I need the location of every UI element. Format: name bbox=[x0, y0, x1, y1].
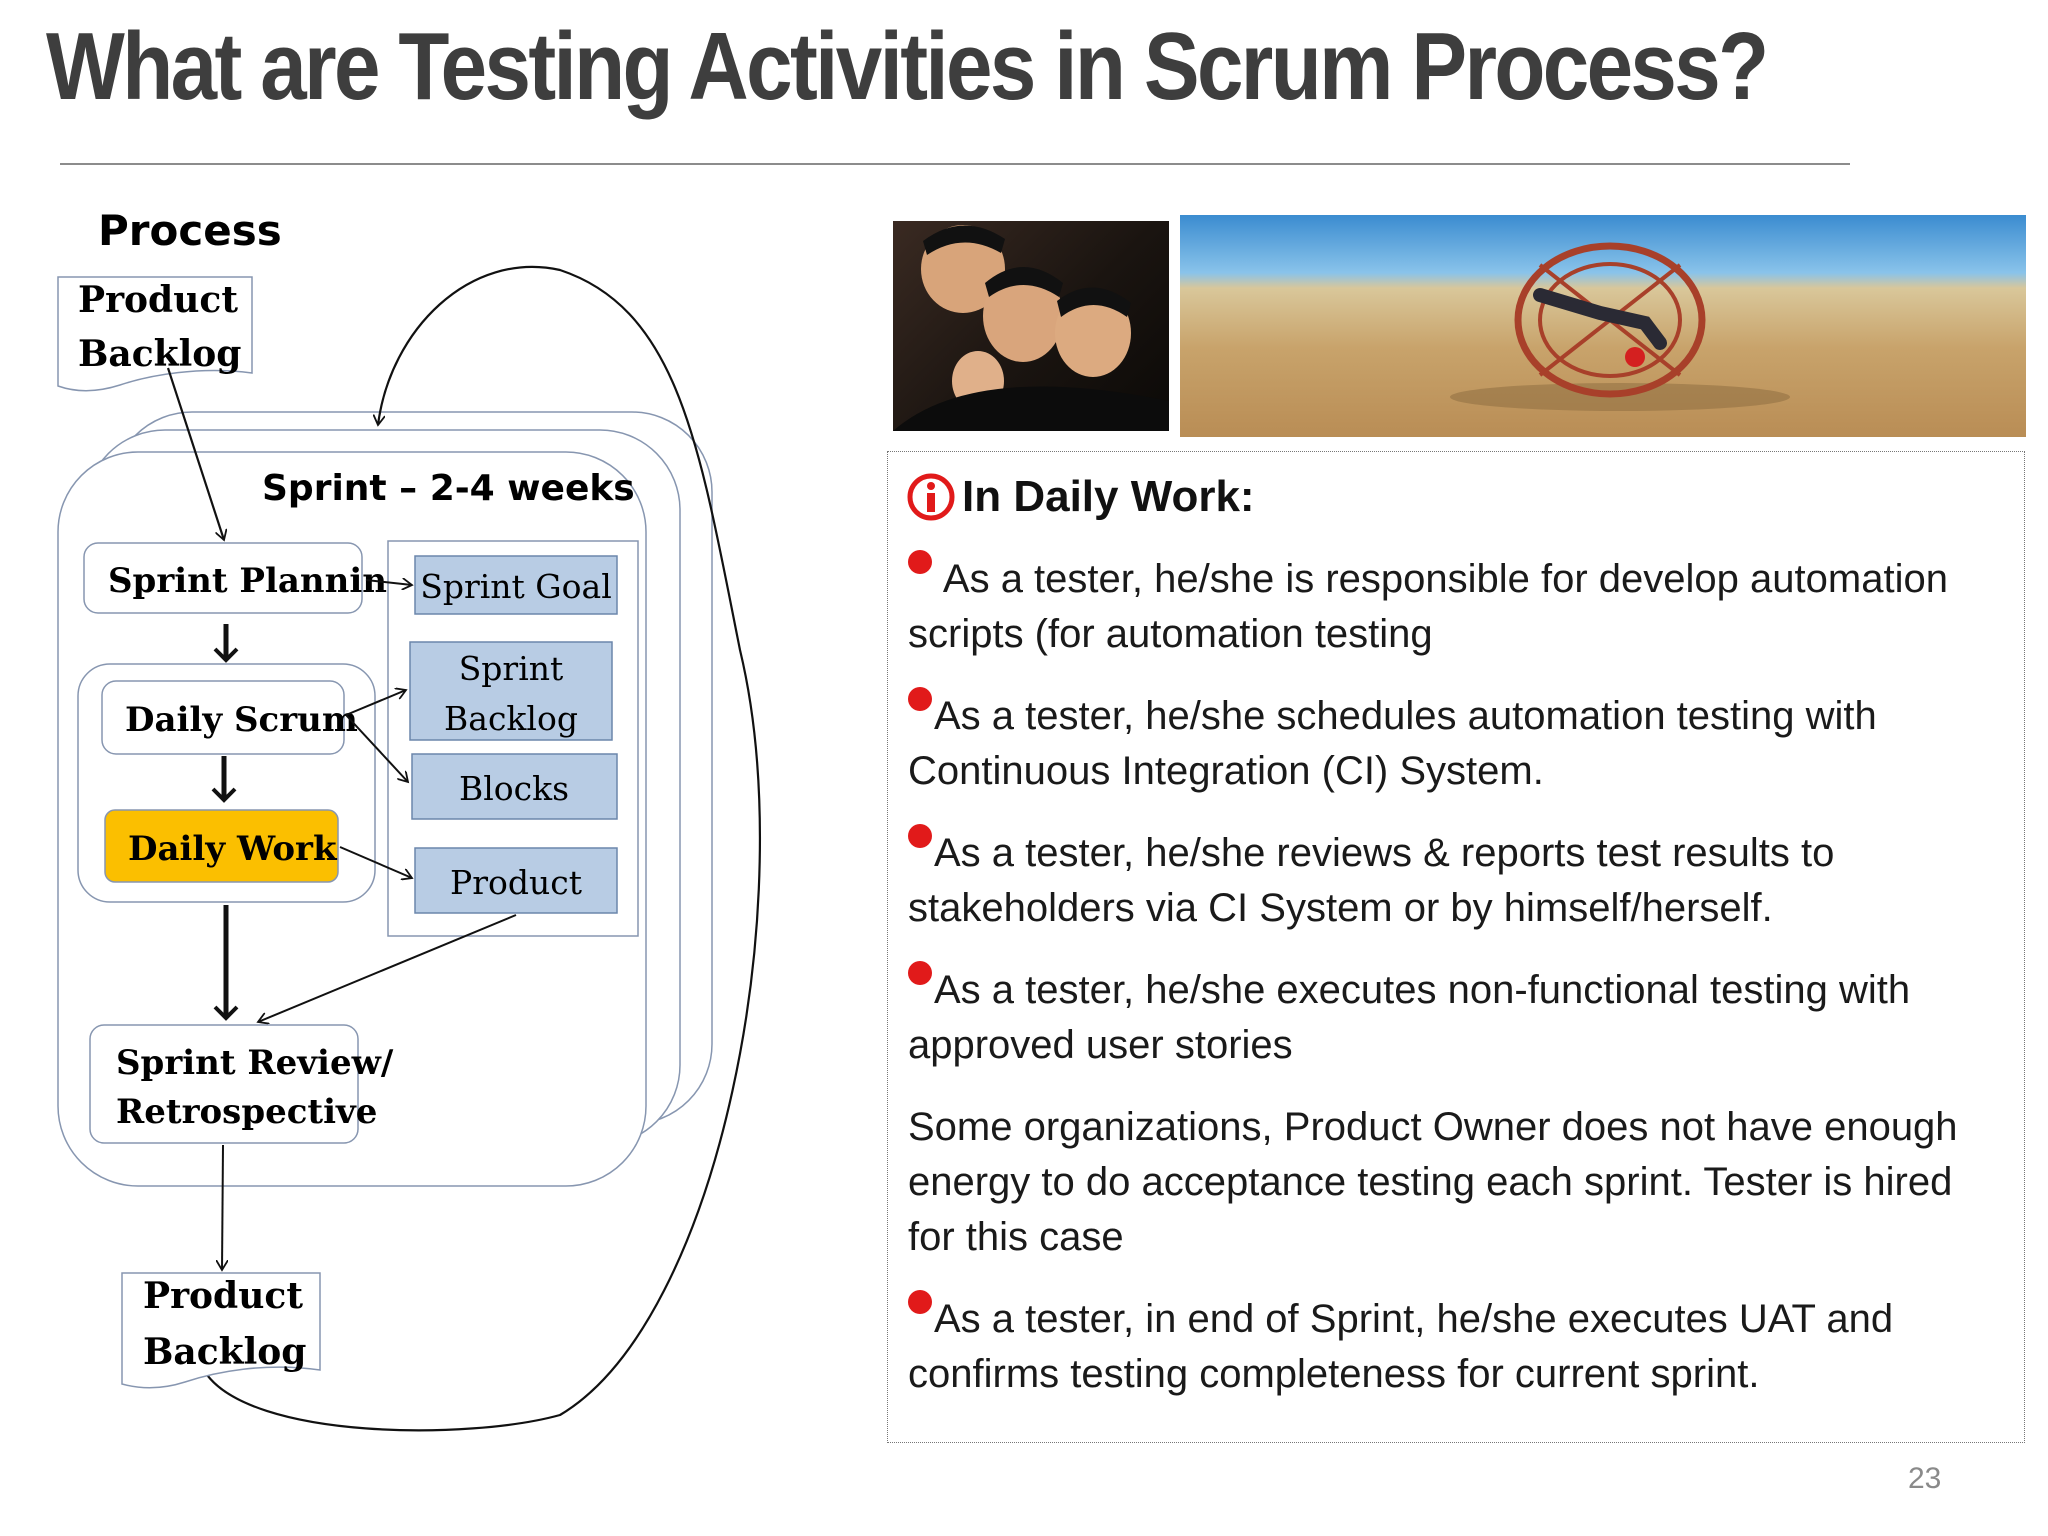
sprint-backlog-line1: Sprint bbox=[459, 649, 564, 688]
info-item: As a tester, he/she executes non-functio… bbox=[908, 961, 1994, 1073]
process-label: Process bbox=[98, 206, 282, 255]
sprint-backlog-line2: Backlog bbox=[444, 699, 578, 738]
arrow-backlog-to-planning bbox=[166, 367, 224, 540]
bottom-backlog-line1: Product bbox=[143, 1275, 303, 1317]
sprint-goal-box bbox=[414, 555, 618, 615]
sprint-planning-box bbox=[83, 542, 363, 614]
blocks-label: Blocks bbox=[459, 769, 569, 808]
daily-work-box bbox=[104, 809, 339, 883]
bullet-icon bbox=[908, 687, 932, 711]
bullet-icon bbox=[908, 1290, 932, 1314]
review-line1: Sprint Review/ bbox=[116, 1043, 394, 1083]
info-item: As a tester, he/she is responsible for d… bbox=[908, 550, 1994, 662]
sprint-backlog-box bbox=[409, 641, 613, 741]
arrow-scrum-to-blocks bbox=[345, 714, 408, 782]
info-item-text: As a tester, he/she reviews & reports te… bbox=[908, 831, 1835, 930]
daily-work-info-box: In Daily Work: As a tester, he/she is re… bbox=[887, 451, 2025, 1443]
page-number: 23 bbox=[1908, 1462, 1942, 1495]
scrum-process-diagram: Process Product Backlog Sprint – 2-4 wee… bbox=[57, 206, 761, 1432]
team-photo bbox=[893, 221, 1169, 431]
people-illustration bbox=[893, 225, 1169, 431]
product-label: Product bbox=[450, 863, 582, 902]
info-item: As a tester, in end of Sprint, he/she ex… bbox=[908, 1290, 1994, 1402]
info-item: As a tester, he/she reviews & reports te… bbox=[908, 824, 1994, 936]
info-circle-icon bbox=[907, 473, 955, 521]
arrow-product-to-review bbox=[258, 914, 517, 1022]
wheel-illustration bbox=[1450, 242, 1790, 411]
bullet-icon bbox=[908, 961, 932, 985]
info-item-text: As a tester, he/she executes non-functio… bbox=[908, 968, 1911, 1067]
daily-scrum-box bbox=[101, 680, 345, 755]
arrow-planning-to-goal bbox=[365, 580, 412, 585]
top-backlog-line1: Product bbox=[78, 279, 238, 321]
sprint-review-box bbox=[89, 1024, 359, 1144]
info-list: As a tester, he/she is responsible for d… bbox=[908, 550, 1994, 1429]
info-item-text: As a tester, in end of Sprint, he/she ex… bbox=[908, 1297, 1894, 1396]
bullet-icon bbox=[908, 824, 932, 848]
bottom-product-backlog-shape bbox=[121, 1272, 321, 1389]
arrow-scrum-to-backlog bbox=[345, 690, 406, 716]
slide-title: What are Testing Activities in Scrum Pro… bbox=[46, 13, 1769, 120]
sprint-goal-label: Sprint Goal bbox=[420, 567, 612, 606]
top-backlog-line2: Backlog bbox=[78, 333, 241, 375]
field-photo bbox=[1180, 215, 2026, 437]
info-heading: In Daily Work: bbox=[906, 472, 1255, 522]
bullet-icon bbox=[908, 550, 932, 574]
title-divider bbox=[60, 163, 1850, 165]
info-item-text: As a tester, he/she is responsible for d… bbox=[908, 557, 1948, 656]
info-item-text: As a tester, he/she schedules automation… bbox=[908, 694, 1877, 793]
arrow-review-to-backlog bbox=[222, 1144, 223, 1270]
product-box bbox=[414, 847, 618, 914]
top-product-backlog-shape bbox=[57, 276, 253, 392]
sprint-loop-curve bbox=[204, 265, 761, 1432]
sprint-planning-label: Sprint Planning bbox=[108, 561, 411, 601]
info-item: Some organizations, Product Owner does n… bbox=[908, 1100, 1994, 1265]
review-line2: Retrospective bbox=[116, 1092, 377, 1132]
info-item: As a tester, he/she schedules automation… bbox=[908, 687, 1994, 799]
info-item-text: Some organizations, Product Owner does n… bbox=[908, 1105, 1958, 1259]
daily-scrum-label: Daily Scrum bbox=[125, 700, 358, 740]
arrow-work-to-product bbox=[339, 846, 412, 878]
daily-work-label: Daily Work bbox=[128, 829, 338, 869]
info-heading-text: In Daily Work: bbox=[962, 472, 1255, 521]
sprint-label: Sprint – 2-4 weeks bbox=[262, 468, 635, 509]
blocks-box bbox=[411, 753, 618, 820]
bottom-backlog-line2: Backlog bbox=[143, 1331, 306, 1373]
